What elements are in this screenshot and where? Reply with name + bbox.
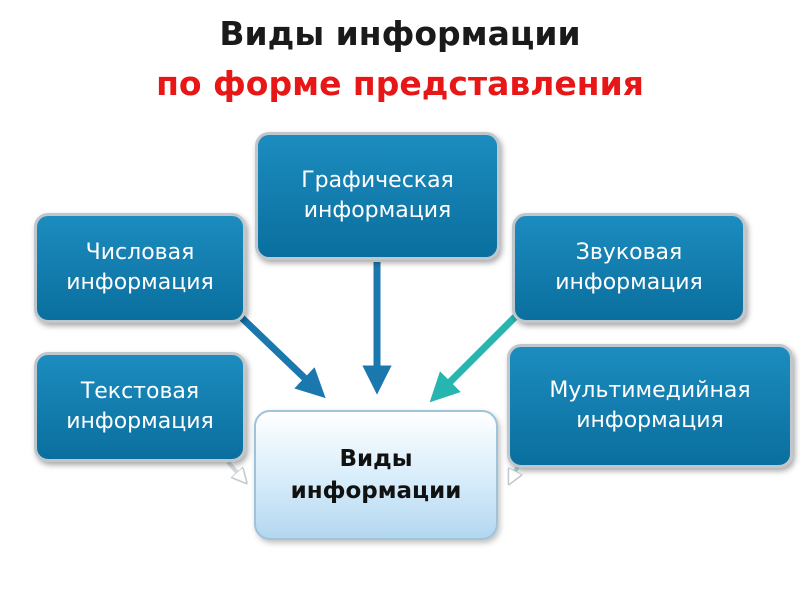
slide-subtitle: по форме представления [156,64,644,103]
box-graphic-line1: Графическая [301,168,454,193]
center-box-information-types: Виды информации [254,410,498,540]
box-numeric-line1: Числовая [85,240,195,265]
box-sound-information: Звуковая информация [512,213,746,323]
center-box-line1: Виды [339,446,413,472]
box-numeric-information: Числовая информация [34,213,246,323]
box-multimedia-line2: информация [576,408,724,433]
box-multimedia-line1: Мультимедийная [549,378,751,403]
box-text-information: Текстовая информация [34,352,246,462]
box-sound-line1: Звуковая [575,240,683,265]
box-text-line2: информация [66,409,214,434]
arrow-numeric [239,315,326,399]
slide-title: Виды информации [219,14,581,53]
arrow-text [226,460,242,478]
box-sound-line2: информация [555,270,703,295]
box-numeric-line2: информация [66,270,214,295]
box-multimedia-information: Мультимедийная информация [507,344,793,468]
box-graphic-information: Графическая информация [255,132,500,260]
box-graphic-line2: информация [303,198,452,223]
center-box-line2: информации [290,478,462,504]
arrow-sound [429,313,519,403]
box-text-line1: Текстовая [80,379,200,404]
